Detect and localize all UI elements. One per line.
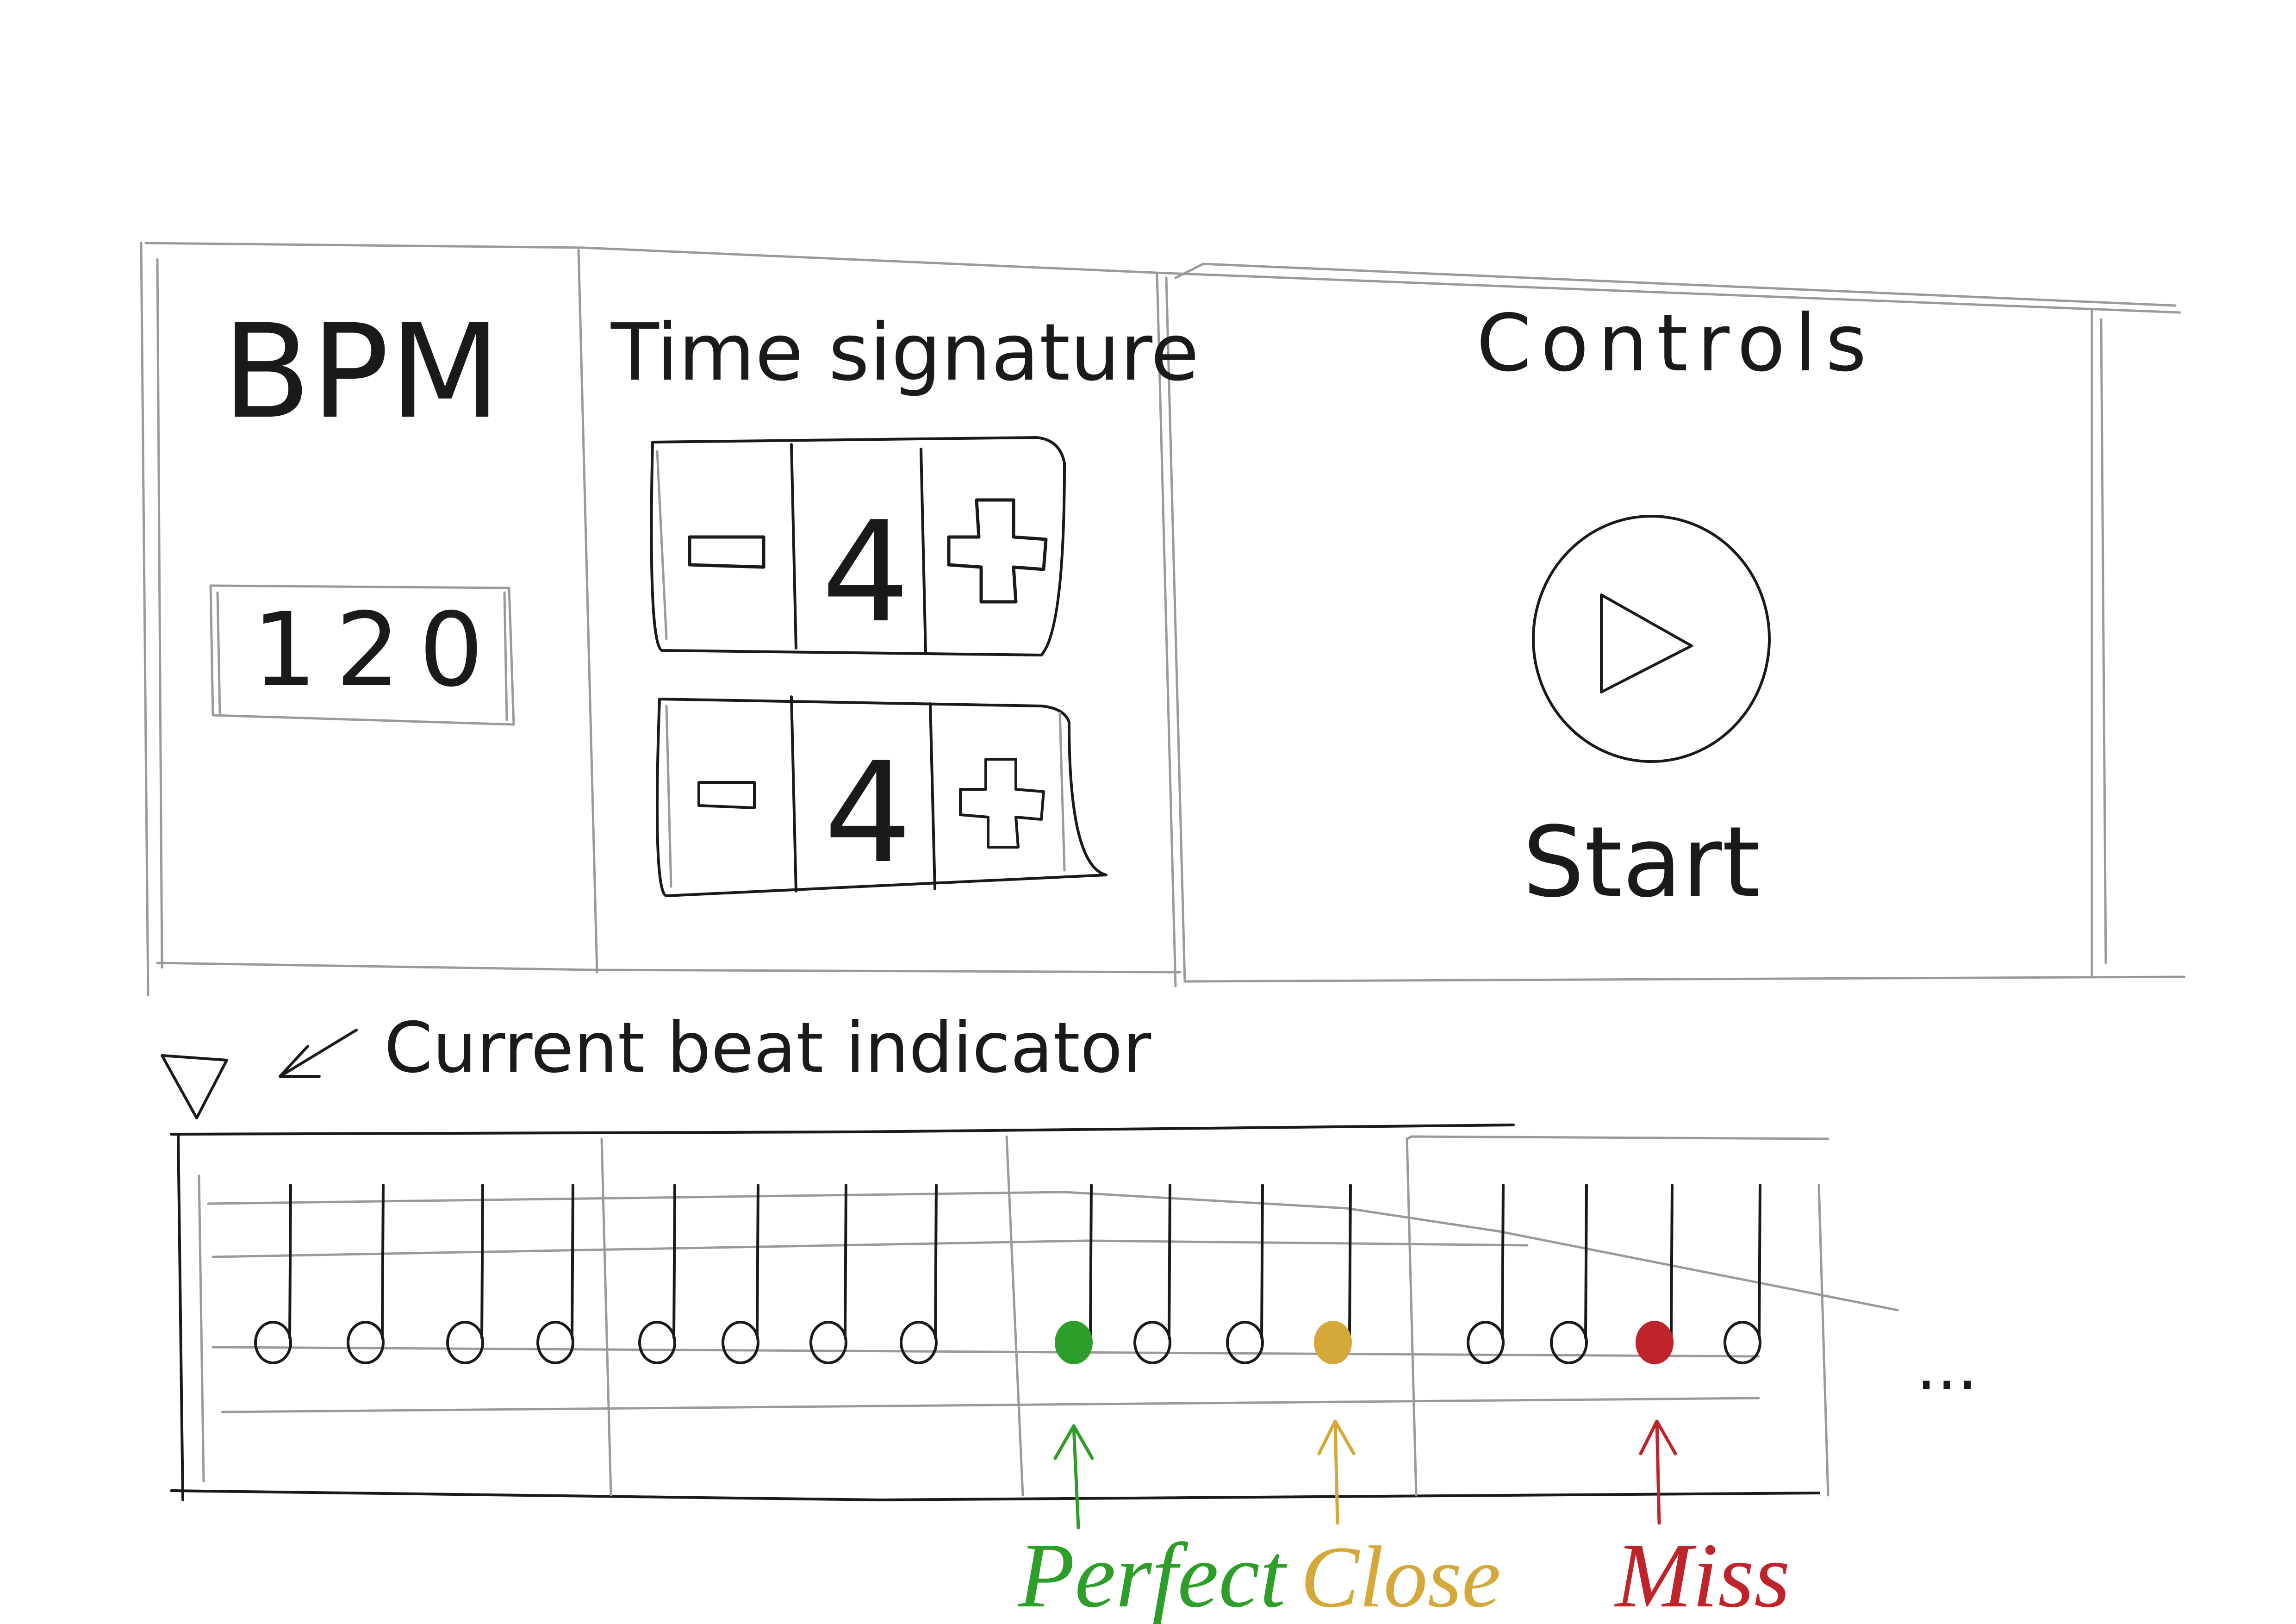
time-signature-bottom-stepper: 4 bbox=[656, 695, 1108, 897]
controls-section: Controls Start bbox=[1476, 298, 1876, 919]
time-signature-top-plus-button[interactable] bbox=[926, 449, 1060, 653]
current-beat-indicator: Current beat indicator bbox=[161, 1008, 1151, 1119]
note-open bbox=[1133, 1184, 1171, 1364]
start-button[interactable] bbox=[1532, 515, 1771, 763]
score-frame bbox=[170, 1124, 1899, 1501]
bpm-value: 120 bbox=[252, 591, 502, 709]
arrow-up-icon bbox=[1639, 1419, 1677, 1525]
note-close bbox=[1314, 1184, 1352, 1364]
controls-title: Controls bbox=[1476, 298, 1876, 389]
legend-perfect: Perfect bbox=[1017, 1424, 1288, 1624]
legend-close: Close bbox=[1300, 1419, 1501, 1624]
time-signature-bottom-value: 4 bbox=[824, 732, 912, 894]
beat-indicator-label: Current beat indicator bbox=[384, 1008, 1151, 1088]
result-legend: Perfect Close Miss bbox=[1017, 1419, 1790, 1624]
notes-layer bbox=[254, 1184, 1761, 1364]
note-open bbox=[1226, 1184, 1264, 1364]
time-signature-section: Time signature 4 bbox=[610, 307, 1199, 897]
arrow-icon bbox=[279, 1029, 358, 1078]
time-signature-title: Time signature bbox=[610, 307, 1199, 399]
note-open bbox=[536, 1184, 574, 1364]
bpm-input[interactable]: 120 bbox=[209, 584, 515, 726]
note-open bbox=[254, 1184, 292, 1364]
legend-miss: Miss bbox=[1614, 1419, 1790, 1624]
time-signature-top-minus-button[interactable] bbox=[657, 447, 791, 650]
beat-marker-icon bbox=[161, 1054, 228, 1119]
perfect-label: Perfect bbox=[1017, 1524, 1288, 1624]
play-icon bbox=[1600, 593, 1693, 693]
note-open bbox=[446, 1184, 484, 1364]
note-open bbox=[722, 1184, 759, 1364]
bpm-title: BPM bbox=[222, 297, 501, 448]
note-open bbox=[1467, 1184, 1505, 1364]
arrow-up-icon bbox=[1317, 1419, 1356, 1525]
time-signature-top-stepper: 4 bbox=[650, 436, 1066, 656]
bpm-section: BPM 120 bbox=[209, 297, 515, 726]
time-signature-top-value: 4 bbox=[821, 492, 910, 653]
note-open bbox=[1724, 1184, 1761, 1364]
note-open bbox=[638, 1184, 676, 1364]
close-label: Close bbox=[1300, 1529, 1501, 1624]
start-label: Start bbox=[1523, 806, 1760, 919]
note-perfect bbox=[1055, 1184, 1093, 1364]
note-open bbox=[809, 1184, 847, 1364]
note-open bbox=[900, 1184, 938, 1364]
top-panel-frame bbox=[140, 242, 2186, 997]
miss-label: Miss bbox=[1614, 1524, 1790, 1624]
time-signature-bottom-minus-button[interactable] bbox=[662, 701, 791, 891]
arrow-up-icon bbox=[1053, 1424, 1094, 1530]
time-signature-bottom-plus-button[interactable] bbox=[935, 704, 1064, 889]
note-open bbox=[347, 1184, 385, 1364]
note-open bbox=[1550, 1184, 1588, 1364]
more-indicator: ... bbox=[1916, 1329, 1978, 1405]
note-miss bbox=[1636, 1184, 1674, 1364]
